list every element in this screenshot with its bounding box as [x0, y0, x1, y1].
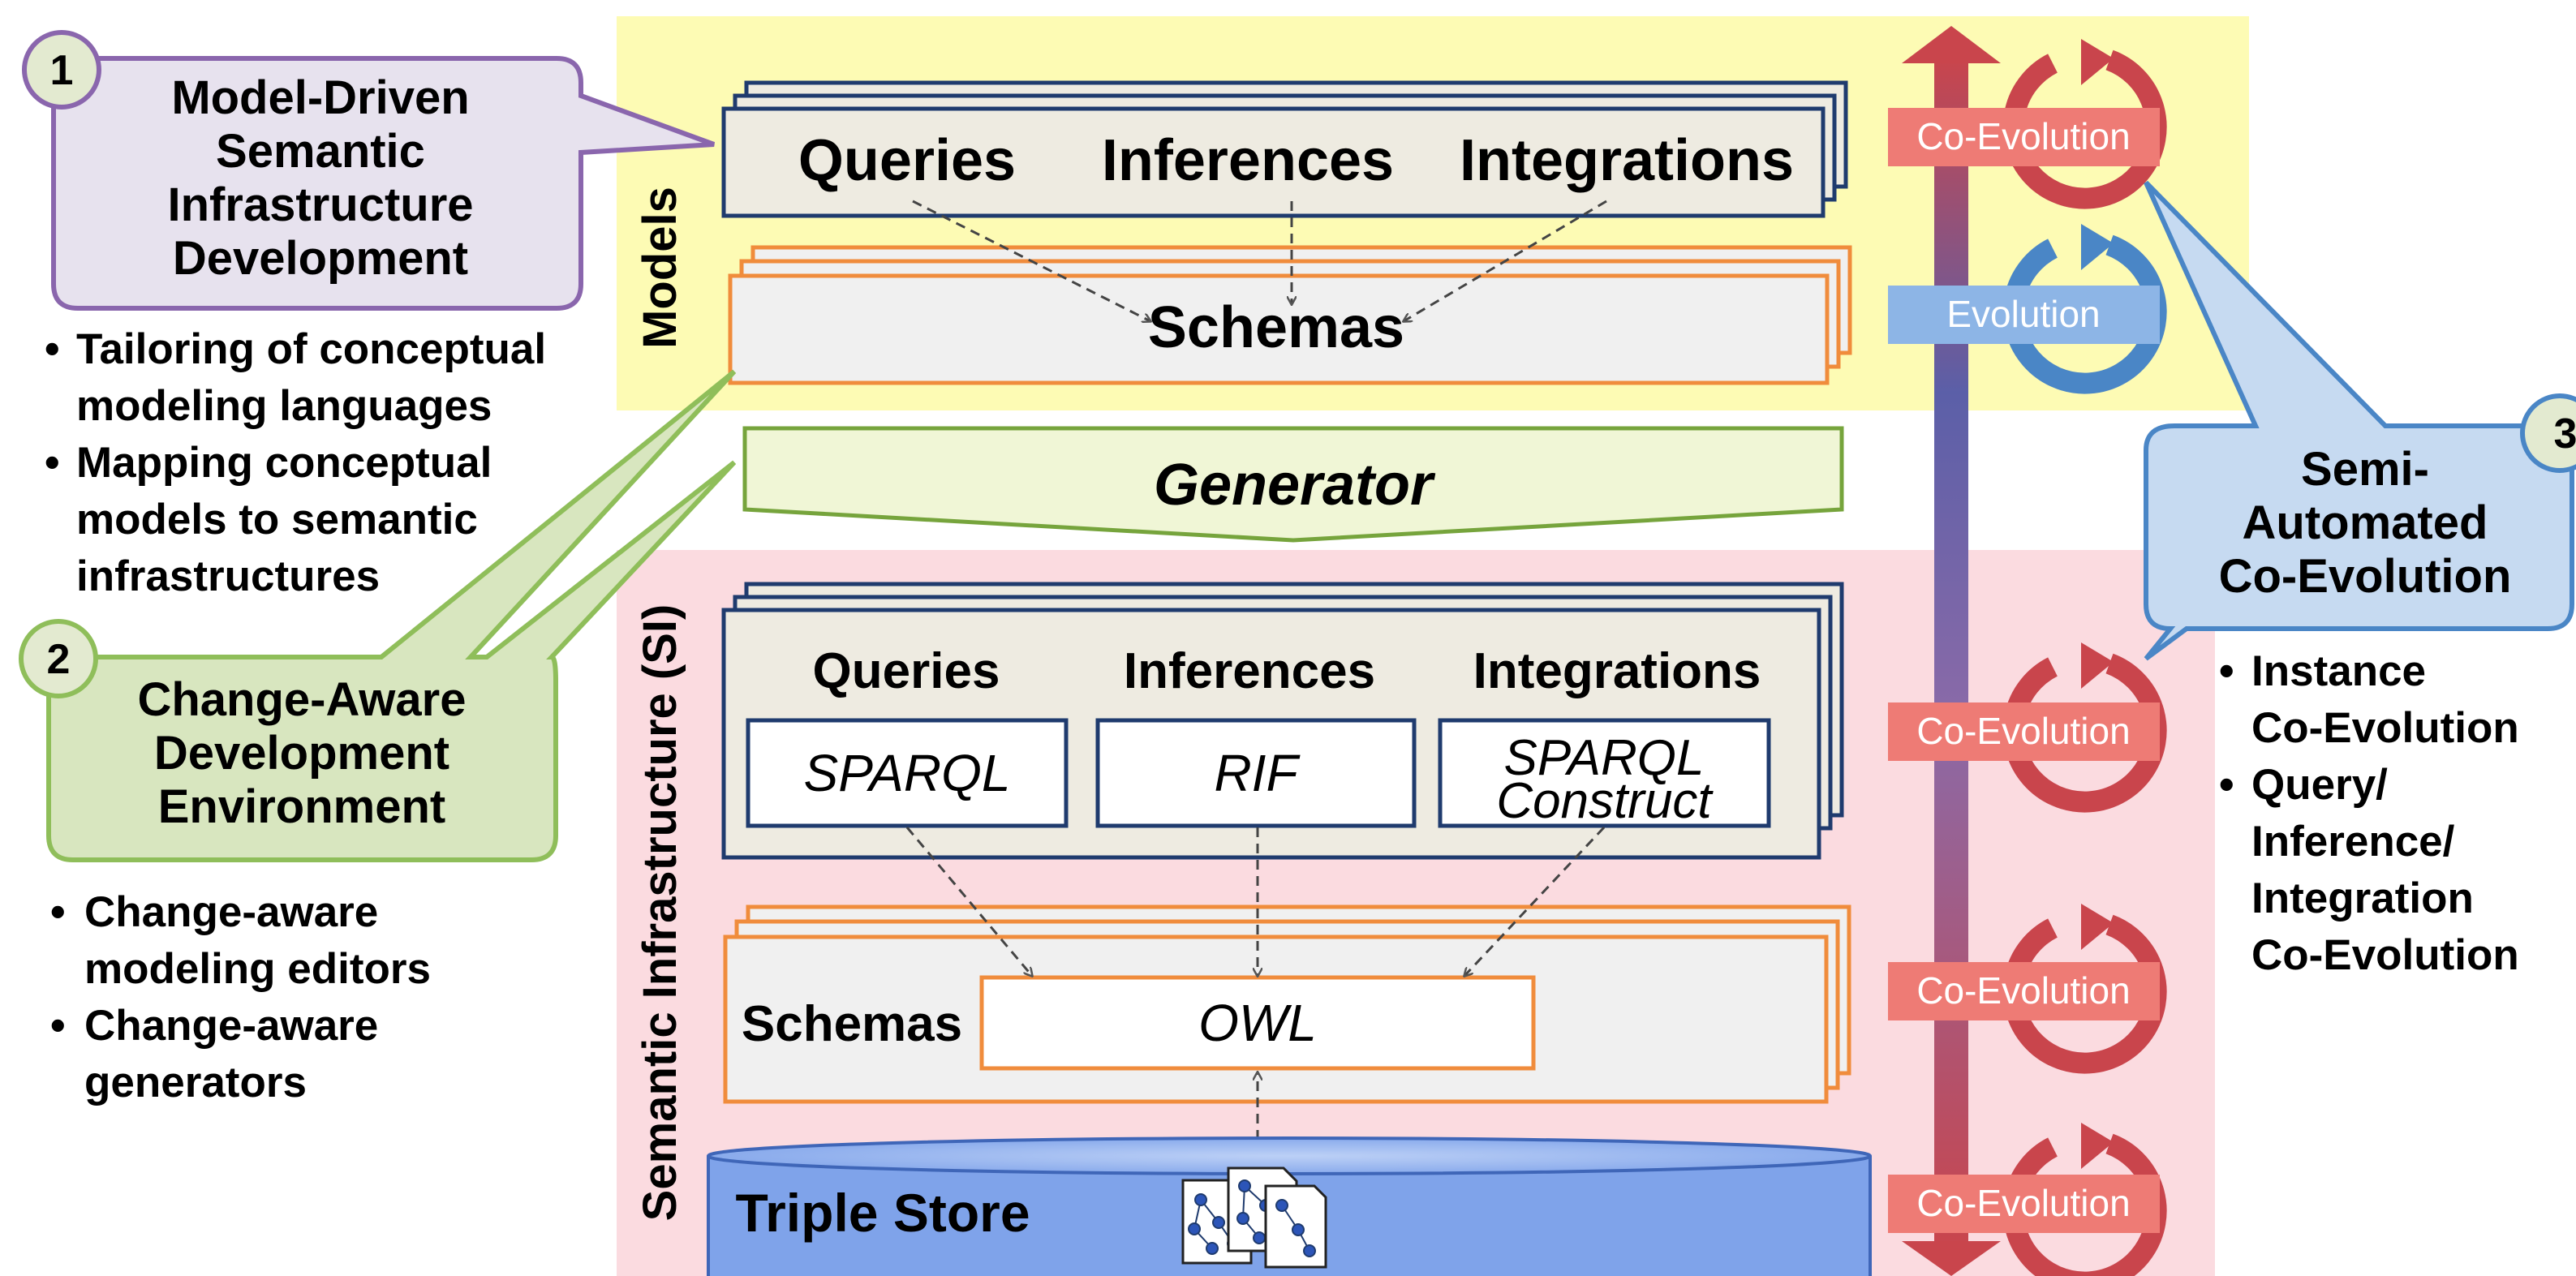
callout-1-bullet-2-line2: models to semantic [76, 496, 478, 543]
callout-3-bullet-2-line1: Query/ [2251, 761, 2388, 809]
callout-3-bullet-2-line4: Co-Evolution [2251, 931, 2519, 979]
callout-1-title-line4: Development [173, 232, 468, 285]
si-queries-label: Queries [813, 643, 1000, 699]
bullet-marker: • [45, 325, 60, 373]
generator-shape [742, 426, 1844, 543]
triple-store-label: Triple Store [735, 1183, 1030, 1243]
callout-1-title-line1: Model-Driven [171, 71, 469, 124]
models-schemas-stack [728, 245, 1852, 385]
callout-1-bullet-2-line3: infrastructures [76, 552, 380, 600]
callout-2-number: 2 [47, 636, 71, 683]
callout-1-bullet-1-line2: modeling languages [76, 382, 492, 430]
si-band-label: Semantic Infrastructure (SI) [634, 604, 686, 1222]
callout-1-bullet-2-line1: Mapping conceptual [76, 439, 492, 487]
sparql-construct-box [1438, 718, 1771, 828]
rif-label: RIF [1214, 744, 1301, 802]
sparql-construct-line2: Construct [1496, 773, 1714, 829]
callout-2-title-line1: Change-Aware [137, 673, 466, 726]
generator-label: Generator [1154, 453, 1436, 518]
rif-box [1095, 718, 1417, 828]
models-integrations-label: Integrations [1460, 128, 1794, 193]
callout-1-bullet-1-line1: Tailoring of conceptual [76, 325, 546, 373]
callout-2-bullet-2-line1: Change-aware [84, 1002, 378, 1050]
callout-2-title-line3: Environment [158, 780, 446, 833]
bullet-marker: • [50, 888, 66, 936]
callout-3-title-line3: Co-Evolution [2219, 550, 2512, 603]
models-queries-label: Queries [798, 128, 1016, 193]
rdf-documents-icon [1181, 1166, 1327, 1269]
callout-2-bullet-1-line2: modeling editors [84, 945, 431, 993]
callout-2-bullet-2-line2: generators [84, 1059, 307, 1106]
sparql-box [746, 718, 1069, 828]
bullet-marker: • [2219, 647, 2234, 695]
models-inferences-label: Inferences [1102, 128, 1394, 193]
callout-2-number-badge [19, 619, 98, 698]
callout-1-bullets: • Tailoring of conceptual modeling langu… [45, 325, 546, 600]
callout-2-bullet-1-line1: Change-aware [84, 888, 378, 936]
co-evolution-badge-3 [1888, 962, 2160, 1020]
callout-3-bullet-1-line1: Instance [2251, 647, 2426, 695]
evolution-spine-arrow [1902, 26, 2001, 1276]
co-evolution-label-4: Co-Evolution [1916, 1182, 2130, 1224]
models-artifacts-stack [721, 80, 1848, 218]
callout-3-bullet-1-line2: Co-Evolution [2251, 704, 2519, 752]
co-evolution-badge-4 [1888, 1175, 2160, 1233]
callout-1-number: 1 [50, 47, 74, 94]
callout-3-bullets: • Instance Co-Evolution • Query/ Inferen… [2219, 647, 2519, 979]
bullet-marker: • [2219, 761, 2234, 809]
callout-3-bullet-2-line2: Inference/ [2251, 818, 2455, 866]
bullet-marker: • [50, 1002, 66, 1050]
owl-label: OWL [1198, 994, 1317, 1052]
bullet-marker: • [45, 439, 60, 487]
sparql-construct-line1: SPARQL [1504, 730, 1705, 786]
si-integrations-label: Integrations [1473, 643, 1761, 699]
callout-1-title-line2: Semantic [216, 125, 425, 178]
co-evolution-label-1: Co-Evolution [1916, 115, 2130, 157]
callout-3-title-line2: Automated [2243, 496, 2488, 549]
evolution-label: Evolution [1946, 293, 2100, 335]
co-evolution-label-3: Co-Evolution [1916, 969, 2130, 1012]
callout-1-title-line3: Infrastructure [167, 178, 473, 231]
si-inferences-label: Inferences [1124, 643, 1375, 699]
models-band-label: Models [634, 187, 686, 349]
co-evolution-badge-2 [1888, 702, 2160, 761]
sparql-label: SPARQL [804, 744, 1011, 802]
si-schemas-label: Schemas [742, 996, 962, 1052]
callout-1-number-badge [22, 30, 101, 110]
co-evolution-label-2: Co-Evolution [1916, 710, 2130, 752]
callout-3-number-badge [2520, 393, 2576, 473]
callout-3-title-line1: Semi- [2301, 443, 2429, 496]
callout-3-number: 3 [2554, 410, 2576, 458]
evolution-badge [1888, 286, 2160, 344]
models-dependency-arrows [912, 200, 1607, 321]
owl-box [979, 975, 1536, 1071]
co-evolution-badge-1 [1888, 108, 2160, 166]
callout-3-bullet-2-line3: Integration [2251, 874, 2474, 922]
callout-2-bullets: • Change-aware modeling editors • Change… [50, 888, 431, 1106]
models-schemas-label: Schemas [1148, 295, 1404, 360]
callout-2-title-line2: Development [154, 727, 449, 780]
